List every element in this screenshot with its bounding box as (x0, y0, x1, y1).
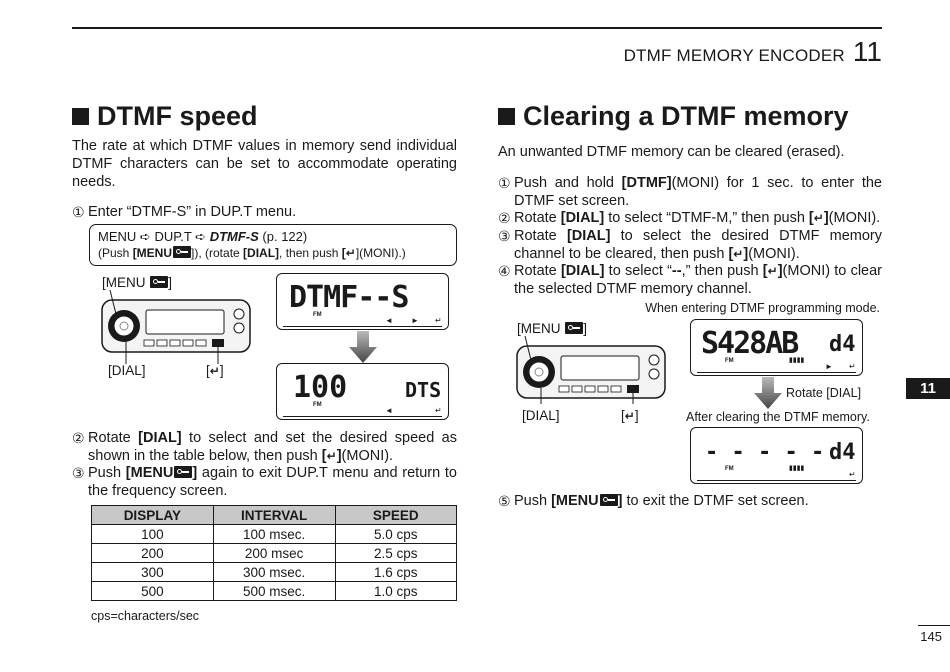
left-step-3: ③ Push [MENU] again to exit DUP.T menu a… (72, 465, 457, 499)
key-icon (565, 322, 584, 334)
key-icon (599, 494, 618, 506)
table-cell: 100 (91, 524, 214, 544)
table-cell: 500 (91, 581, 214, 601)
heading-clearing-dtmf-memory: Clearing a DTMF memory (498, 101, 849, 132)
heading-dtmf-speed: DTMF speed (72, 101, 258, 132)
table-cell: 300 (91, 562, 214, 582)
right-step-1: ① Push and hold [DTMF](MONI) for 1 sec. … (498, 175, 882, 209)
signal-meter-icon: ▮▮▮▮ (789, 357, 805, 364)
lcd-enter-icon: ↵ (849, 470, 856, 479)
page-number: 145 (920, 629, 942, 644)
lcd-arrow-left-icon: ◄ (385, 316, 393, 325)
table-header-cell: DISPLAY (91, 505, 214, 525)
chapter-side-tab: 11 (906, 378, 950, 399)
signal-meter-icon: ▮▮▮▮ (789, 465, 805, 472)
key-icon (174, 466, 193, 478)
right-step-3: ③ Rotate [DIAL] to select the desired DT… (498, 228, 882, 262)
table-row: 200 200 msec 2.5 cps (91, 543, 458, 563)
radio-front-panel-illustration (101, 290, 251, 364)
radio-label-menu: [MENU ] (517, 321, 588, 336)
table-footnote: cps=characters/sec (91, 609, 200, 623)
table-row: 500 500 msec. 1.0 cps (91, 581, 458, 601)
radio-label-dial: [DIAL] (108, 363, 146, 378)
lcd-arrow-left-icon: ◄ (385, 406, 393, 415)
table-row: 100 100 msec. 5.0 cps (91, 524, 458, 544)
caption-after-clearing: After clearing the DTMF memory. (686, 410, 870, 424)
table-row: 300 300 msec. 1.6 cps (91, 562, 458, 582)
enter-icon: ↵ (767, 264, 778, 278)
lcd-arrow-right-icon: ► (411, 316, 419, 325)
running-header: DTMF MEMORY ENCODER 11 (624, 36, 882, 68)
right-step-5: ⑤ Push [MENU] to exit the DTMF set scree… (498, 493, 809, 509)
table-cell: 5.0 cps (334, 524, 458, 544)
lcd-enter-icon: ↵ (435, 406, 442, 415)
key-icon (150, 276, 169, 288)
down-arrow-icon (754, 377, 782, 409)
lcd-display-dtmf-s: DTMF--S FM ◄ ► ↵ (276, 273, 449, 330)
key-icon (173, 246, 192, 258)
lcd-display-cleared: - - - - - d4 FM ▮▮▮▮ ↵ (690, 427, 863, 484)
chapter-number: 11 (852, 36, 882, 67)
down-arrow-icon (349, 331, 377, 363)
enter-icon: ↵ (345, 246, 356, 260)
table-header-cell: SPEED (334, 505, 458, 525)
lcd-display-dtmf-entry: S428AB d4 FM ▮▮▮▮ ► ↵ (690, 319, 863, 376)
left-step-2: ② Rotate [DIAL] to select and set the de… (72, 430, 457, 464)
radio-label-enter: [↵] (206, 363, 224, 378)
lcd-display-speed-100: 100 DTS FM ◄ ↵ (276, 363, 449, 420)
radio-label-enter: [↵] (621, 408, 639, 423)
lcd-enter-icon: ↵ (435, 316, 442, 325)
radio-label-menu: [MENU ] (102, 275, 173, 290)
table-header-row: DISPLAY INTERVAL SPEED (91, 505, 458, 525)
heading-square-icon (72, 108, 89, 125)
table-cell: 100 msec. (212, 524, 336, 544)
right-intro: An unwanted DTMF memory can be cleared (… (498, 144, 845, 160)
left-step-1: ① Enter “DTMF-S” in DUP.T menu. (72, 204, 297, 220)
right-step-4: ④ Rotate [DIAL] to select “--,” then pus… (498, 263, 883, 297)
table-cell: 200 msec (212, 543, 336, 563)
right-step-2: ② Rotate [DIAL] to select “DTMF-M,” then… (498, 210, 881, 226)
lcd-arrow-right-icon: ► (825, 362, 833, 371)
table-cell: 500 msec. (212, 581, 336, 601)
table-cell: 1.6 cps (334, 562, 458, 582)
radio-label-dial: [DIAL] (522, 408, 560, 423)
enter-icon: ↵ (813, 211, 824, 225)
caption-entering-programming-mode: When entering DTMF programming mode. (645, 301, 880, 315)
enter-icon: ↵ (733, 246, 744, 261)
table-cell: 2.5 cps (334, 543, 458, 563)
page-number-rule (918, 625, 950, 626)
running-title: DTMF MEMORY ENCODER (623, 46, 845, 65)
enter-icon: ↵ (326, 448, 337, 463)
table-cell: 200 (91, 543, 214, 563)
table-header-cell: INTERVAL (212, 505, 336, 525)
table-cell: 1.0 cps (334, 581, 458, 601)
header-rule (72, 27, 882, 29)
table-cell: 300 msec. (212, 562, 336, 582)
caption-rotate-dial: Rotate [DIAL] (786, 386, 862, 400)
menu-path-box: MENU ➪ DUP.T ➪ DTMF-S (p. 122) (Push [ME… (89, 224, 457, 266)
speed-table: DISPLAY INTERVAL SPEED 100 100 msec. 5.0… (91, 505, 458, 601)
left-intro: The rate at which DTMF values in memory … (72, 138, 457, 190)
enter-icon: ↵ (209, 364, 220, 378)
lcd-enter-icon: ↵ (849, 362, 856, 371)
enter-icon: ↵ (624, 409, 635, 423)
radio-front-panel-illustration (516, 336, 666, 404)
heading-square-icon (498, 108, 515, 125)
